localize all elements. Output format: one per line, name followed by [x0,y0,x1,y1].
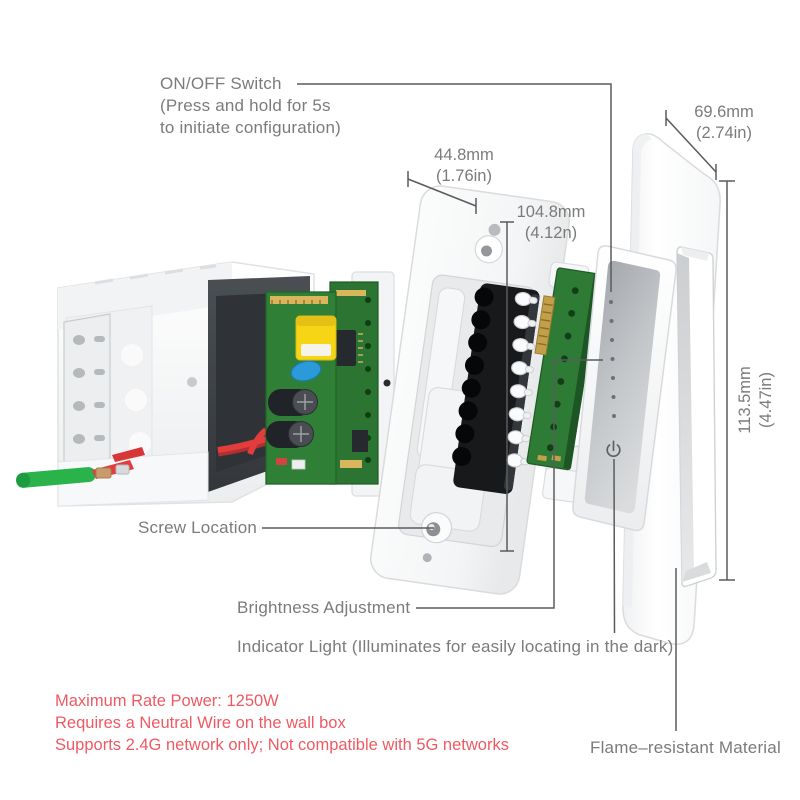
switch-height-metric: 104.8mm [516,203,586,221]
switch-panel [572,245,677,532]
plate-height-metric: 113.5mm [736,366,754,434]
on-off-line2: (Press and hold for 5s [160,96,331,115]
dimension-switch-height: 104.8mm (4.12n) [495,202,607,244]
on-off-line1: ON/OFF Switch [160,74,282,93]
power-pcb [265,291,337,485]
dimension-plate-height: 113.5mm (4.47in) [735,325,779,475]
dimension-line-switch-width [407,171,477,214]
capacitor-electrolytic-2 [266,421,314,448]
screw-hole-bottom-small [422,553,432,563]
dimension-plate-width: 69.6mm (2.74in) [668,102,780,144]
leader-indicator-light [613,458,616,634]
leader-on-off-switch [297,83,612,292]
transformer [295,315,337,361]
capacitor-blue [290,360,322,382]
pcb-assembly [265,271,395,497]
label-flame-resistant: Flame–resistant Material [590,738,781,757]
switch-width-metric: 44.8mm [434,146,494,164]
spec-line-1: Maximum Rate Power: 1250W [55,692,279,710]
frame-cutout [676,246,717,588]
label-indicator-light: Indicator Light (Illuminates for easily … [237,637,674,656]
brightness-dots [609,300,616,418]
wall-box [16,261,315,507]
red-wire-stub [247,427,268,456]
panel-face [584,260,661,514]
screw-hole-top-small [488,223,501,236]
label-brightness-adjustment: Brightness Adjustment [237,598,411,617]
dimension-line-plate-width [665,110,717,180]
dimension-line-switch-height [500,221,514,552]
copper-terminal [95,467,112,479]
screw-hole-bottom [420,512,453,544]
switch-height-imperial: (4.12n) [524,224,578,242]
spec-line-3: Supports 2.4G network only; Not compatib… [55,736,509,754]
neutral-wire-green [16,467,96,488]
spec-line-2: Requires a Neutral Wire on the wall box [55,714,346,732]
on-off-line3: to initiate configuration) [160,118,341,137]
label-screw-location: Screw Location [138,518,258,537]
label-on-off-switch: ON/OFF Switch (Press and hold for 5s to … [160,73,341,139]
led-light-pipes [506,291,538,468]
logic-pcb [329,281,379,485]
plate-height-imperial: (4.47in) [757,372,775,428]
gold-connector [534,295,556,356]
dimension-line-plate-height [719,180,735,581]
plate-width-imperial: (2.74in) [696,124,752,142]
dimension-switch-width: 44.8mm (1.76in) [408,145,520,187]
mounting-bracket [63,313,111,473]
plate-width-metric: 69.6mm [694,103,754,121]
leader-brightness [416,359,603,609]
capacitor-electrolytic-1 [268,389,318,416]
switch-width-imperial: (1.76in) [436,167,492,185]
power-icon [606,440,621,458]
spec-notes: Maximum Rate Power: 1250W Requires a Neu… [55,690,509,756]
screw-hole-top [474,235,503,264]
mosfet [352,430,368,452]
